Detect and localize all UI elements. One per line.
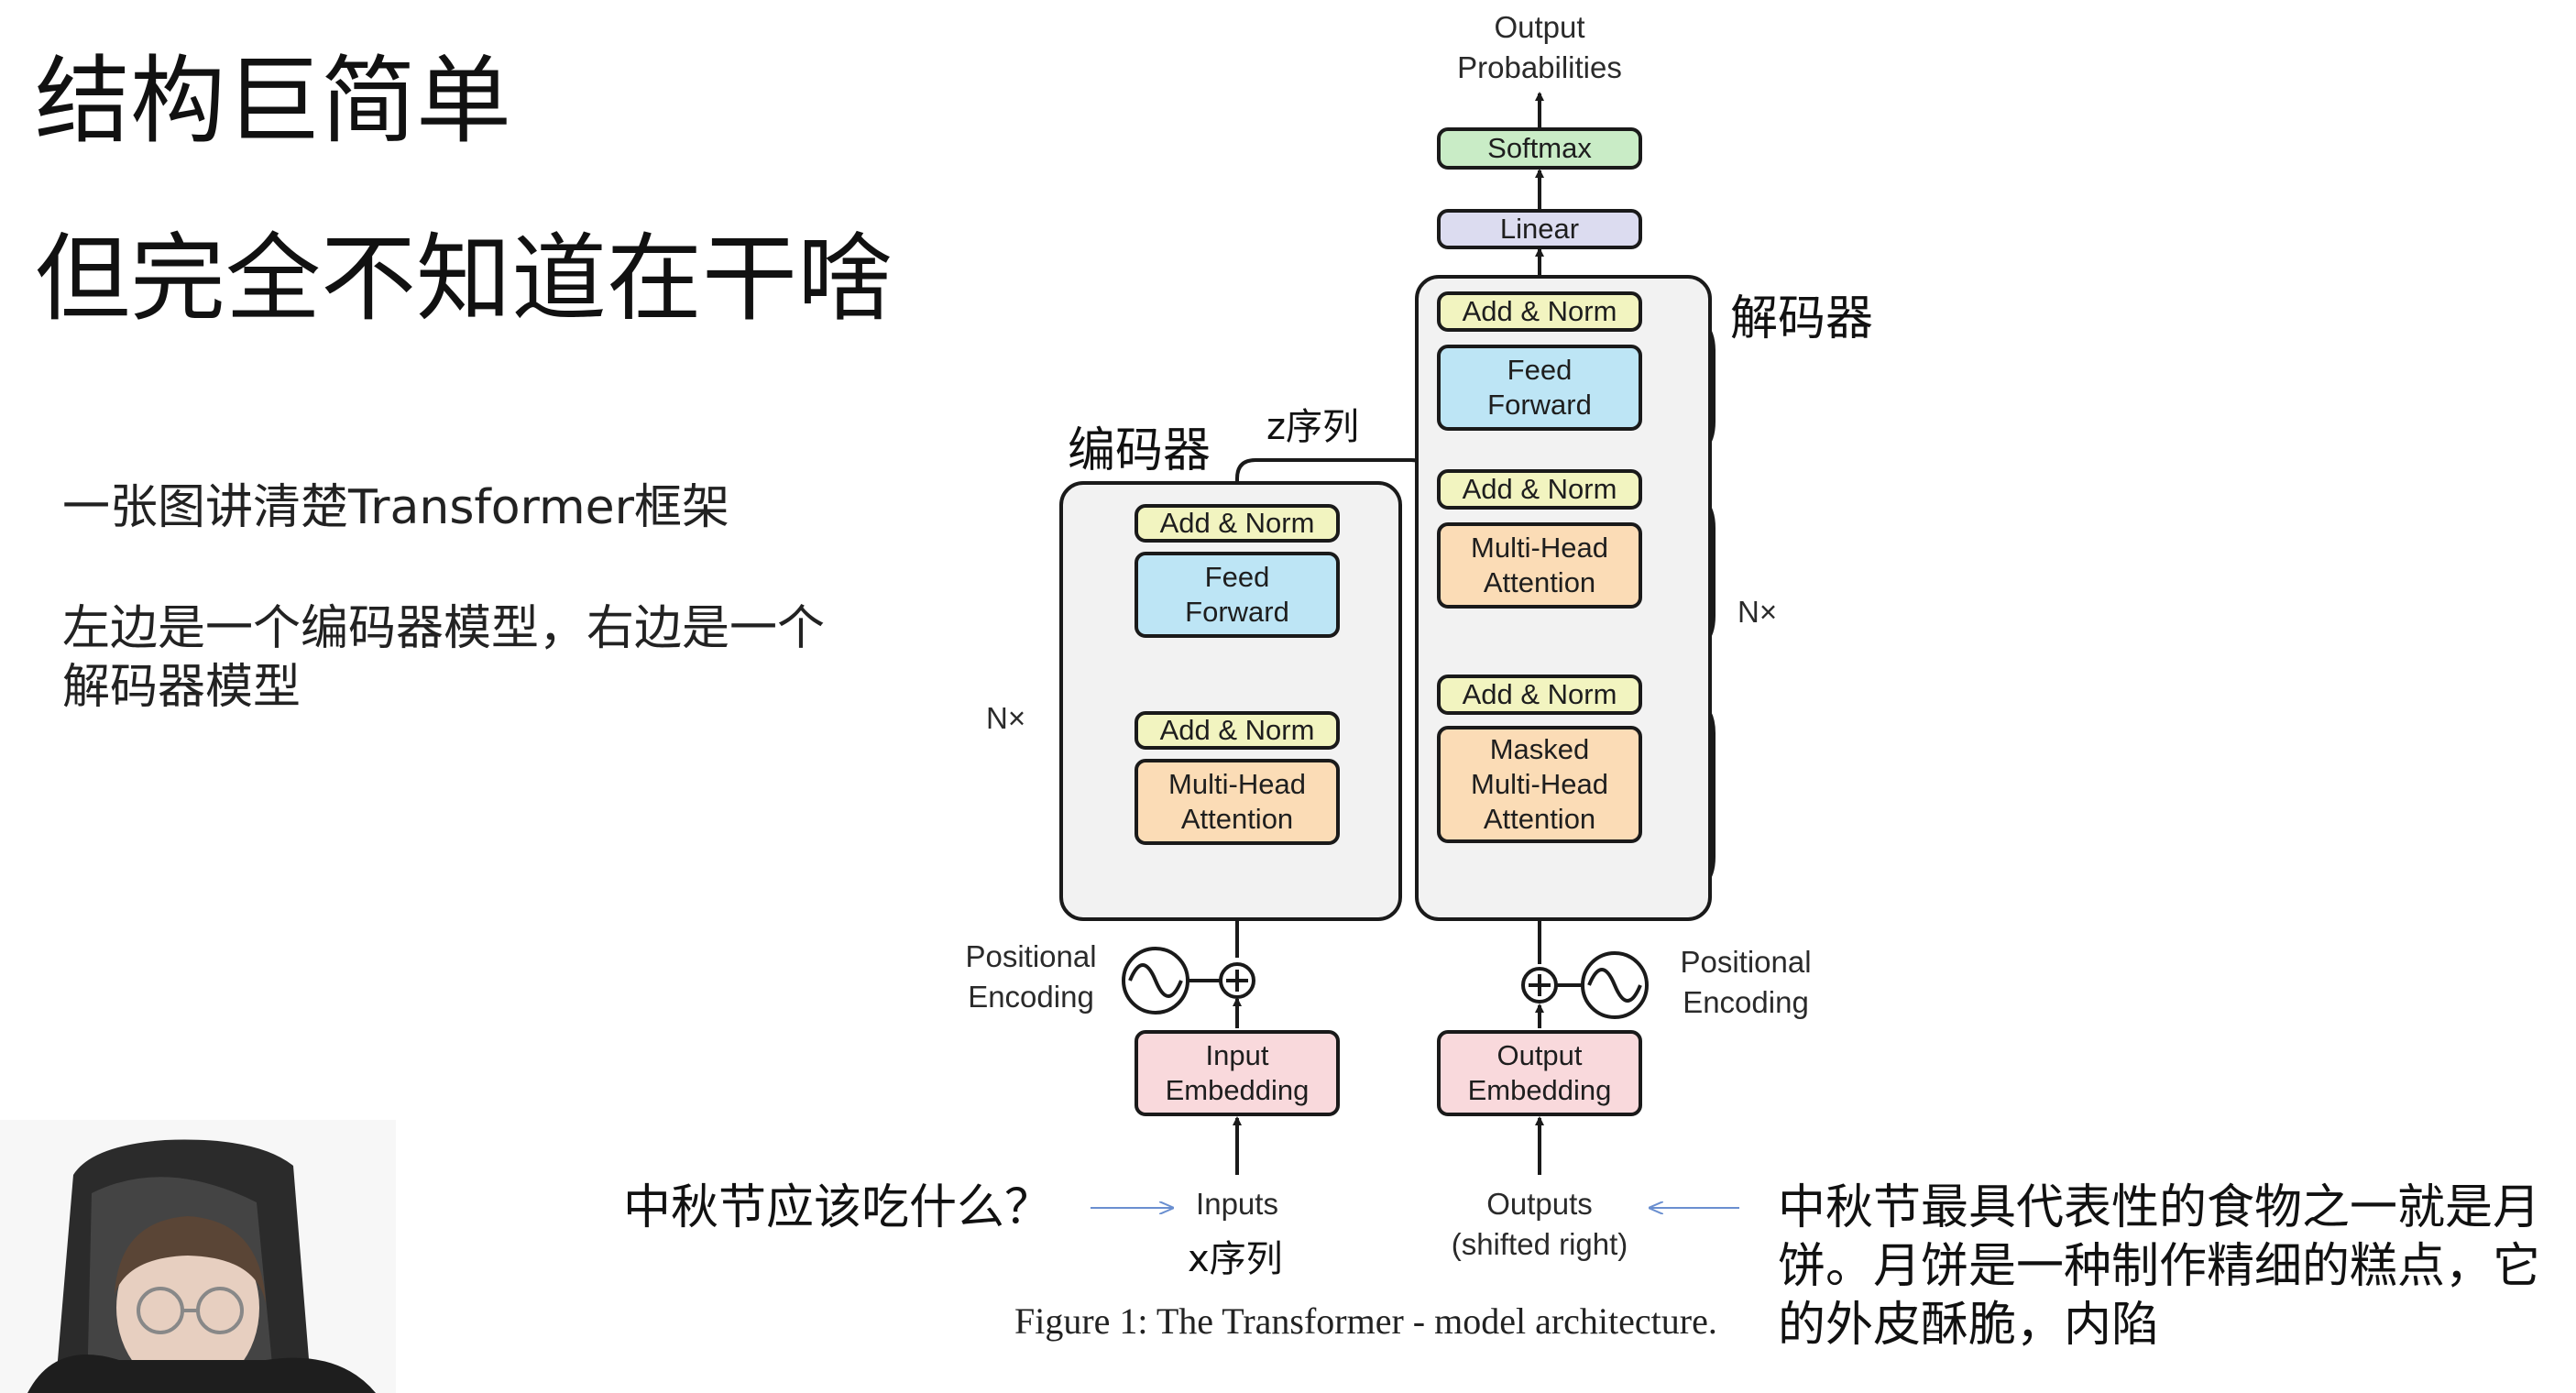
body-text-1: 一张图讲清楚Transformer框架 xyxy=(62,480,730,535)
slide-subtitle: 但完全不知道在干啥 xyxy=(35,223,893,335)
encoder-add-norm-bottom: Add & Norm xyxy=(1135,711,1340,750)
inputs-label: Inputs xyxy=(1196,1187,1278,1221)
encoder-block xyxy=(1059,481,1402,921)
question-text: 中秋节应该吃什么？ xyxy=(623,1180,1053,1235)
encoder-label: 编码器 xyxy=(1068,423,1211,478)
webcam-overlay xyxy=(0,1120,396,1393)
encoder-add-norm-top: Add & Norm xyxy=(1135,504,1340,543)
decoder-nx-label: N× xyxy=(1737,595,1778,629)
outputs-label: Outputs(shifted right) xyxy=(1451,1187,1628,1261)
decoder-add-norm-top: Add & Norm xyxy=(1437,291,1642,332)
body-text-2: 左边是一个编码器模型，右边是一个解码器模型 xyxy=(62,601,826,715)
softmax-box: Softmax xyxy=(1437,127,1642,170)
z-sequence-label: z序列 xyxy=(1266,406,1359,448)
person-webcam-icon xyxy=(0,1120,396,1393)
linear-box: Linear xyxy=(1437,209,1642,249)
slide-title: 结构巨简单 xyxy=(35,45,512,157)
decoder-add-norm-bottom: Add & Norm xyxy=(1437,675,1642,715)
figure-caption: Figure 1: The Transformer - model archit… xyxy=(1014,1300,1717,1342)
decoder-add-norm-middle: Add & Norm xyxy=(1437,469,1642,510)
answer-text: 中秋节最具代表性的食物之一就是月饼。月饼是一种制作精细的糕点，它的外皮酥脆，内陷 xyxy=(1778,1180,2541,1353)
encoder-nx-label: N× xyxy=(986,701,1026,735)
decoder-label: 解码器 xyxy=(1730,291,1874,346)
x-sequence-label: x序列 xyxy=(1188,1238,1283,1280)
